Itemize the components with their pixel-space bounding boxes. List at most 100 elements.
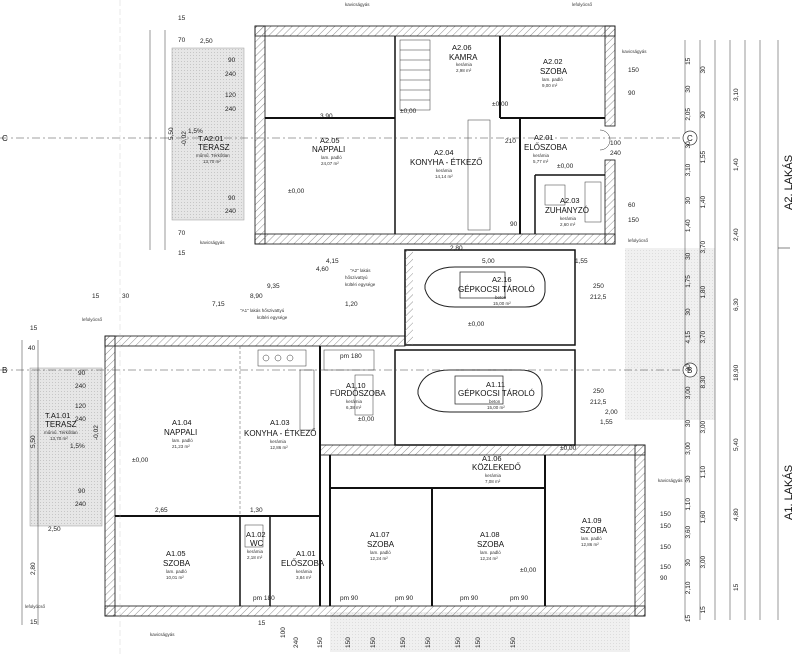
room-a2-16: A2.16 GÉPKOCSI TÁROLÓ beton 15,00 m² — [458, 275, 535, 306]
svg-text:KÖZLEKEDŐ: KÖZLEKEDŐ — [472, 463, 521, 472]
svg-text:212,5: 212,5 — [590, 294, 607, 301]
svg-text:2,98 m²: 2,98 m² — [456, 68, 472, 73]
svg-text:lam. padló: lam. padló — [321, 155, 342, 160]
dimension-lines-left — [21, 30, 166, 625]
svg-text:kerámia: kerámia — [533, 153, 550, 158]
svg-text:T.A1.01: T.A1.01 — [45, 411, 70, 420]
svg-text:műmű. Térkőtlan: műmű. Térkőtlan — [44, 430, 78, 435]
bottom-dim-13: 150 — [455, 637, 462, 648]
apartment-a1-label: A1. LAKÁS — [782, 465, 795, 520]
svg-text:TERASZ: TERASZ — [198, 143, 230, 152]
dims-right-b-7: 8,30 — [700, 375, 707, 388]
svg-text:KONYHA - ÉTKEZŐ: KONYHA - ÉTKEZŐ — [244, 429, 316, 438]
svg-text:1,5%: 1,5% — [70, 443, 85, 450]
svg-text:90: 90 — [660, 575, 668, 582]
apartment-labels: A2. LAKÁS A1. LAKÁS — [782, 155, 795, 520]
svg-text:250: 250 — [593, 283, 604, 290]
svg-text:±0,00: ±0,00 — [400, 108, 417, 115]
svg-text:±0,00: ±0,00 — [288, 188, 305, 195]
svg-text:1,55: 1,55 — [600, 419, 613, 426]
svg-text:90: 90 — [228, 57, 236, 64]
kavics-label-mid-left: kavicságyás — [200, 240, 225, 245]
svg-text:70: 70 — [178, 37, 186, 44]
a1-walls — [104, 335, 646, 617]
dims-right-a-4: 3,10 — [685, 163, 692, 176]
room-a2-01: A2.01 ELŐSZOBA kerámia 5,77 m² — [524, 133, 568, 164]
svg-text:10,01 m²: 10,01 m² — [166, 575, 184, 580]
svg-text:±0,00: ±0,00 — [358, 416, 375, 423]
dims-right-b-11: 3,00 — [700, 555, 707, 568]
svg-text:1,55: 1,55 — [575, 258, 588, 265]
dims-right-a-1: 30 — [685, 85, 692, 93]
svg-text:A1.03: A1.03 — [270, 418, 290, 427]
terrace-area-upper — [171, 47, 245, 221]
dims-right-c-5: 5,40 — [733, 438, 740, 451]
svg-text:21,23 m²: 21,23 m² — [172, 444, 190, 449]
dims-right-b-2: 1,55 — [700, 150, 707, 163]
svg-text:beton: beton — [495, 295, 507, 300]
svg-text:3,90: 3,90 — [320, 113, 333, 120]
svg-text:±0,00: ±0,00 — [520, 567, 537, 574]
svg-text:A2.05: A2.05 — [320, 136, 340, 145]
svg-text:A2.16: A2.16 — [492, 275, 512, 284]
svg-text:90: 90 — [228, 195, 236, 202]
dims-right-small: 150 90 100 240 60 150 250 212,5 250 212,… — [590, 67, 671, 582]
svg-text:90: 90 — [78, 370, 86, 377]
svg-text:12,86 m²: 12,86 m² — [581, 542, 599, 547]
room-a1-09: A1.09 SZOBA lam. padló 12,86 m² — [580, 516, 608, 547]
svg-text:A1.07: A1.07 — [370, 530, 390, 539]
kavics-label-right-top: kavicságyás — [622, 49, 647, 54]
svg-text:3,84 m²: 3,84 m² — [296, 575, 312, 580]
note-a2-3: kültéri egysége — [345, 282, 376, 287]
svg-text:A2.02: A2.02 — [543, 57, 563, 66]
dims-right-c-0: 3,10 — [733, 88, 740, 101]
svg-text:±0,00: ±0,00 — [492, 101, 509, 108]
svg-text:GÉPKOCSI TÁROLÓ: GÉPKOCSI TÁROLÓ — [458, 389, 535, 398]
svg-text:6,38 m²: 6,38 m² — [346, 405, 362, 410]
bottom-dim-6: 240 — [293, 637, 300, 648]
dims-right-b-10: 1,60 — [700, 510, 707, 523]
svg-text:100: 100 — [610, 140, 621, 147]
room-a1-07: A1.07 SZOBA lam. padló 12,24 m² — [367, 530, 395, 561]
svg-text:±0,00: ±0,00 — [560, 445, 577, 452]
kavics-label-right-bottom: kavicságyás — [658, 478, 683, 483]
svg-text:7,15: 7,15 — [212, 301, 225, 308]
svg-text:30: 30 — [122, 293, 130, 300]
dims-right-b-6: 3,70 — [700, 330, 707, 343]
dims-right-a-19: 2,10 — [685, 581, 692, 594]
svg-text:5,50: 5,50 — [168, 127, 175, 140]
bottom-dim-11: 150 — [400, 637, 407, 648]
svg-text:SZOBA: SZOBA — [163, 559, 191, 568]
lefolyo-label-left: lefolyócső — [82, 317, 103, 322]
svg-text:15: 15 — [178, 15, 186, 22]
svg-text:240: 240 — [225, 106, 236, 113]
dims-right-a-2: 2,05 — [685, 108, 692, 121]
dims-right-a-12: 3,00 — [685, 386, 692, 399]
bottom-dim-7: 15 — [258, 620, 266, 627]
svg-text:5,77 m²: 5,77 m² — [533, 159, 549, 164]
svg-text:150: 150 — [660, 511, 671, 518]
dims-right-a-10: 4,15 — [685, 330, 692, 343]
svg-text:150: 150 — [660, 523, 671, 530]
svg-text:90: 90 — [78, 488, 86, 495]
svg-text:15: 15 — [30, 325, 38, 332]
dims-right-a-0: 15 — [685, 57, 692, 65]
svg-text:kerámia: kerámia — [436, 168, 453, 173]
svg-text:beton: beton — [489, 399, 501, 404]
svg-text:A2.06: A2.06 — [452, 43, 472, 52]
car-icon-upper — [424, 266, 546, 308]
a2-walls — [254, 25, 616, 245]
svg-text:5,00: 5,00 — [482, 258, 495, 265]
svg-text:2,65: 2,65 — [155, 507, 168, 514]
axis-c-left-label: C — [2, 134, 8, 143]
svg-text:5,50: 5,50 — [30, 435, 37, 448]
svg-text:SZOBA: SZOBA — [540, 67, 568, 76]
svg-text:1,5%: 1,5% — [188, 128, 203, 135]
lefolyo-label-top: lefolyócső — [572, 2, 593, 7]
dims-right-a-11: 30 — [685, 364, 692, 372]
site-labels: kavicságyás lefolyócső kavicságyás kavic… — [25, 2, 683, 637]
svg-text:SZOBA: SZOBA — [580, 526, 608, 535]
svg-text:A1.02: A1.02 — [246, 530, 266, 539]
dims-right-a-6: 1,40 — [685, 219, 692, 232]
svg-text:15: 15 — [178, 250, 186, 257]
